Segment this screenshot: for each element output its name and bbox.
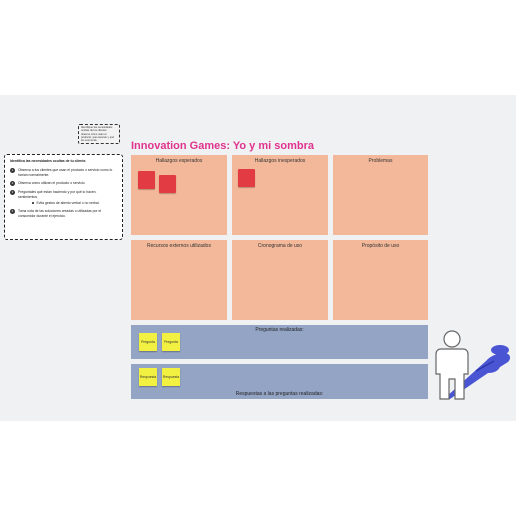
- red-sticky-note[interactable]: [238, 169, 255, 187]
- step-text-extra: sentimientos.: [18, 194, 38, 199]
- sticky-text: Respuesta: [162, 375, 180, 379]
- answer-sticky-note[interactable]: Respuesta: [139, 368, 157, 386]
- person-shadow-illustration[interactable]: [428, 327, 514, 401]
- answer-sticky-note[interactable]: Respuesta: [162, 368, 180, 386]
- answers-label: Respuestas a las preguntas realizadas:: [235, 391, 324, 397]
- panel-label: Cronograma de uso: [257, 243, 303, 249]
- instruction-sub-bullet: Evita gestos de aliento verbal o no verb…: [32, 201, 117, 205]
- step-text: Pregúntales qué están haciendo y por qué…: [18, 190, 97, 195]
- step-number: 1: [10, 168, 15, 174]
- answers-band[interactable]: Respuesta Respuesta Respuestas a las pre…: [131, 364, 428, 399]
- question-sticky-note[interactable]: Pregunta: [139, 333, 157, 351]
- step-number: 2: [10, 181, 15, 187]
- panel-label: Hallazgos esperados: [155, 158, 203, 164]
- step-text: Observa a tus clientes que usan el produ…: [18, 168, 113, 177]
- panel-problems[interactable]: Problemas: [333, 155, 428, 235]
- sticky-text: Pregunta: [141, 340, 155, 344]
- instructions-title: Identifica las necesidades ocultas de tu…: [10, 159, 87, 163]
- red-sticky-note[interactable]: [138, 171, 155, 189]
- panel-external-resources[interactable]: Recursos externos utilizados: [131, 240, 227, 320]
- panel-expected-findings[interactable]: Hallazgos esperados: [131, 155, 227, 235]
- instruction-step: 3 Pregúntales qué están haciendo y por q…: [10, 190, 117, 199]
- panel-unexpected-findings[interactable]: Hallazgos inesperados: [232, 155, 328, 235]
- step-number: 4: [10, 209, 15, 215]
- panel-usage-timeline[interactable]: Cronograma de uso: [232, 240, 328, 320]
- step-number: 3: [10, 190, 15, 196]
- panel-label: Recursos externos utilizados: [147, 243, 211, 249]
- panel-label: Propósito de uso: [361, 243, 400, 249]
- question-sticky-note[interactable]: Pregunta: [162, 333, 180, 351]
- red-sticky-note[interactable]: [159, 175, 176, 193]
- instructions-card[interactable]: Identifica las necesidades ocultas de tu…: [4, 154, 123, 240]
- panel-usage-purpose[interactable]: Propósito de uso: [333, 240, 428, 320]
- sticky-text: Pregunta: [164, 340, 178, 344]
- panel-label: Problemas: [368, 158, 393, 164]
- step-text: Observa cómo utilizan el producto o serv…: [18, 181, 86, 186]
- small-note[interactable]: Identifique las necesidades ocultas de l…: [78, 124, 120, 144]
- instruction-step: 4 Toma nota de las soluciones creadas o …: [10, 209, 117, 218]
- small-note-text: Identifique las necesidades ocultas de l…: [81, 126, 115, 143]
- panel-label: Hallazgos inesperados: [254, 158, 306, 164]
- sub-bullet-text: Evita gestos de aliento verbal o no verb…: [36, 201, 100, 206]
- sticky-text: Respuesta: [139, 375, 157, 379]
- step-text: Toma nota de las soluciones creadas o ut…: [18, 209, 102, 218]
- person-icon: [435, 330, 469, 400]
- questions-label: Preguntas realizadas:: [255, 327, 304, 333]
- instruction-step: 1 Observa a tus clientes que usan el pro…: [10, 168, 117, 177]
- instruction-step: 2 Observa cómo utilizan el producto o se…: [10, 181, 117, 187]
- questions-band[interactable]: Preguntas realizadas: Pregunta Pregunta: [131, 325, 428, 359]
- board-title: Innovation Games: Yo y mi sombra: [131, 140, 314, 152]
- bullet-icon: [32, 202, 34, 204]
